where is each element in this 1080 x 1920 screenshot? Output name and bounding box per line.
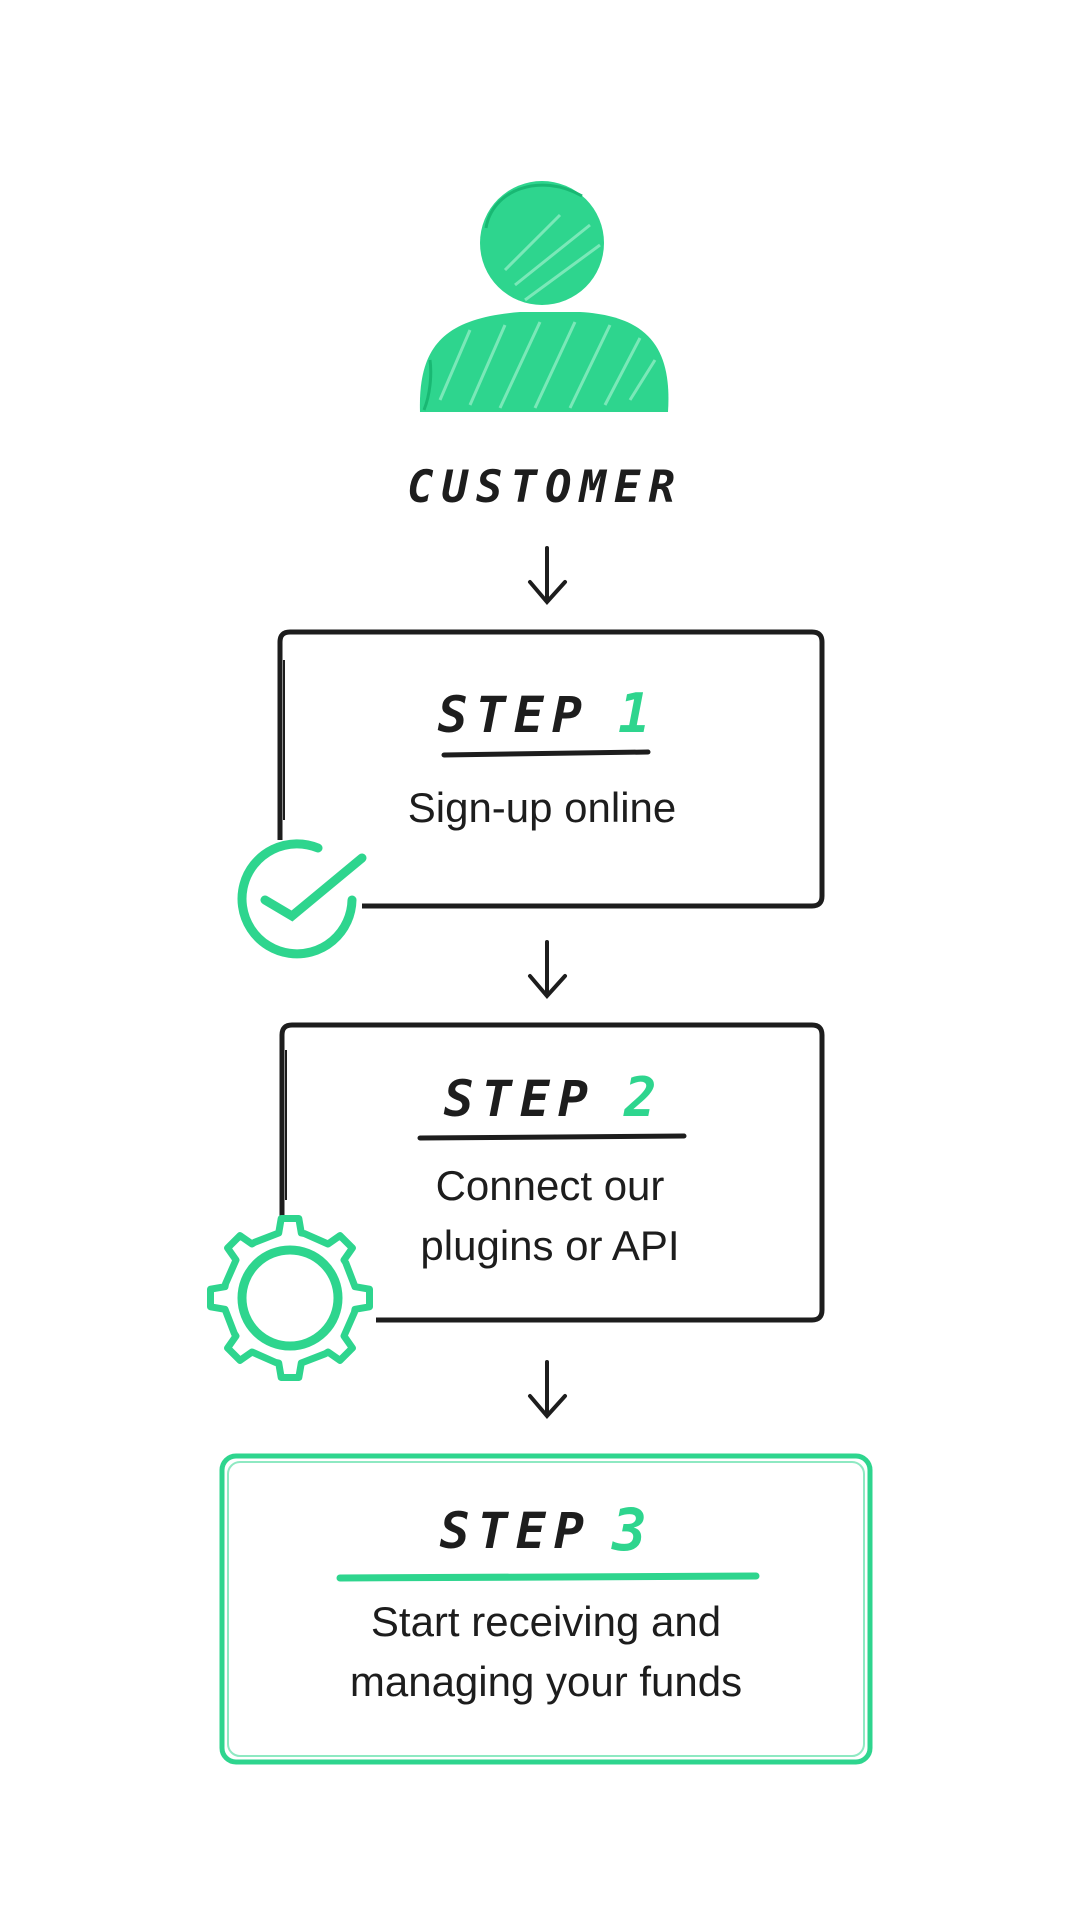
person-icon (419, 181, 669, 412)
step-2-text-line-1: Connect our (436, 1162, 665, 1209)
step-2-number: 2 (623, 1066, 665, 1129)
checkmark-circle-icon (237, 839, 367, 959)
step-1-card: STEP 1 Sign-up online (237, 629, 825, 959)
step-1-heading: STEP (438, 686, 590, 744)
step-2-text-line-2: plugins or API (420, 1222, 679, 1269)
step-2-heading: STEP (444, 1070, 596, 1128)
step-2-card: STEP 2 Connect our plugins or API (207, 1022, 825, 1381)
customer-label: CUSTOMER (407, 462, 683, 513)
gear-icon (207, 1215, 373, 1381)
step-1-number: 1 (618, 682, 659, 745)
step-3-heading: STEP (440, 1502, 592, 1560)
arrow-icon (528, 546, 567, 606)
arrow-icon (528, 1360, 567, 1420)
step-3-card: STEP 3 Start receiving and managing your… (219, 1453, 873, 1765)
step-3-text-line-1: Start receiving and (371, 1598, 721, 1645)
step-3-number: 3 (611, 1496, 655, 1564)
customer-node: CUSTOMER (407, 181, 683, 513)
step-1-text-line-1: Sign-up online (408, 784, 677, 831)
step-3-text-line-2: managing your funds (350, 1658, 742, 1705)
arrow-icon (528, 940, 567, 1000)
